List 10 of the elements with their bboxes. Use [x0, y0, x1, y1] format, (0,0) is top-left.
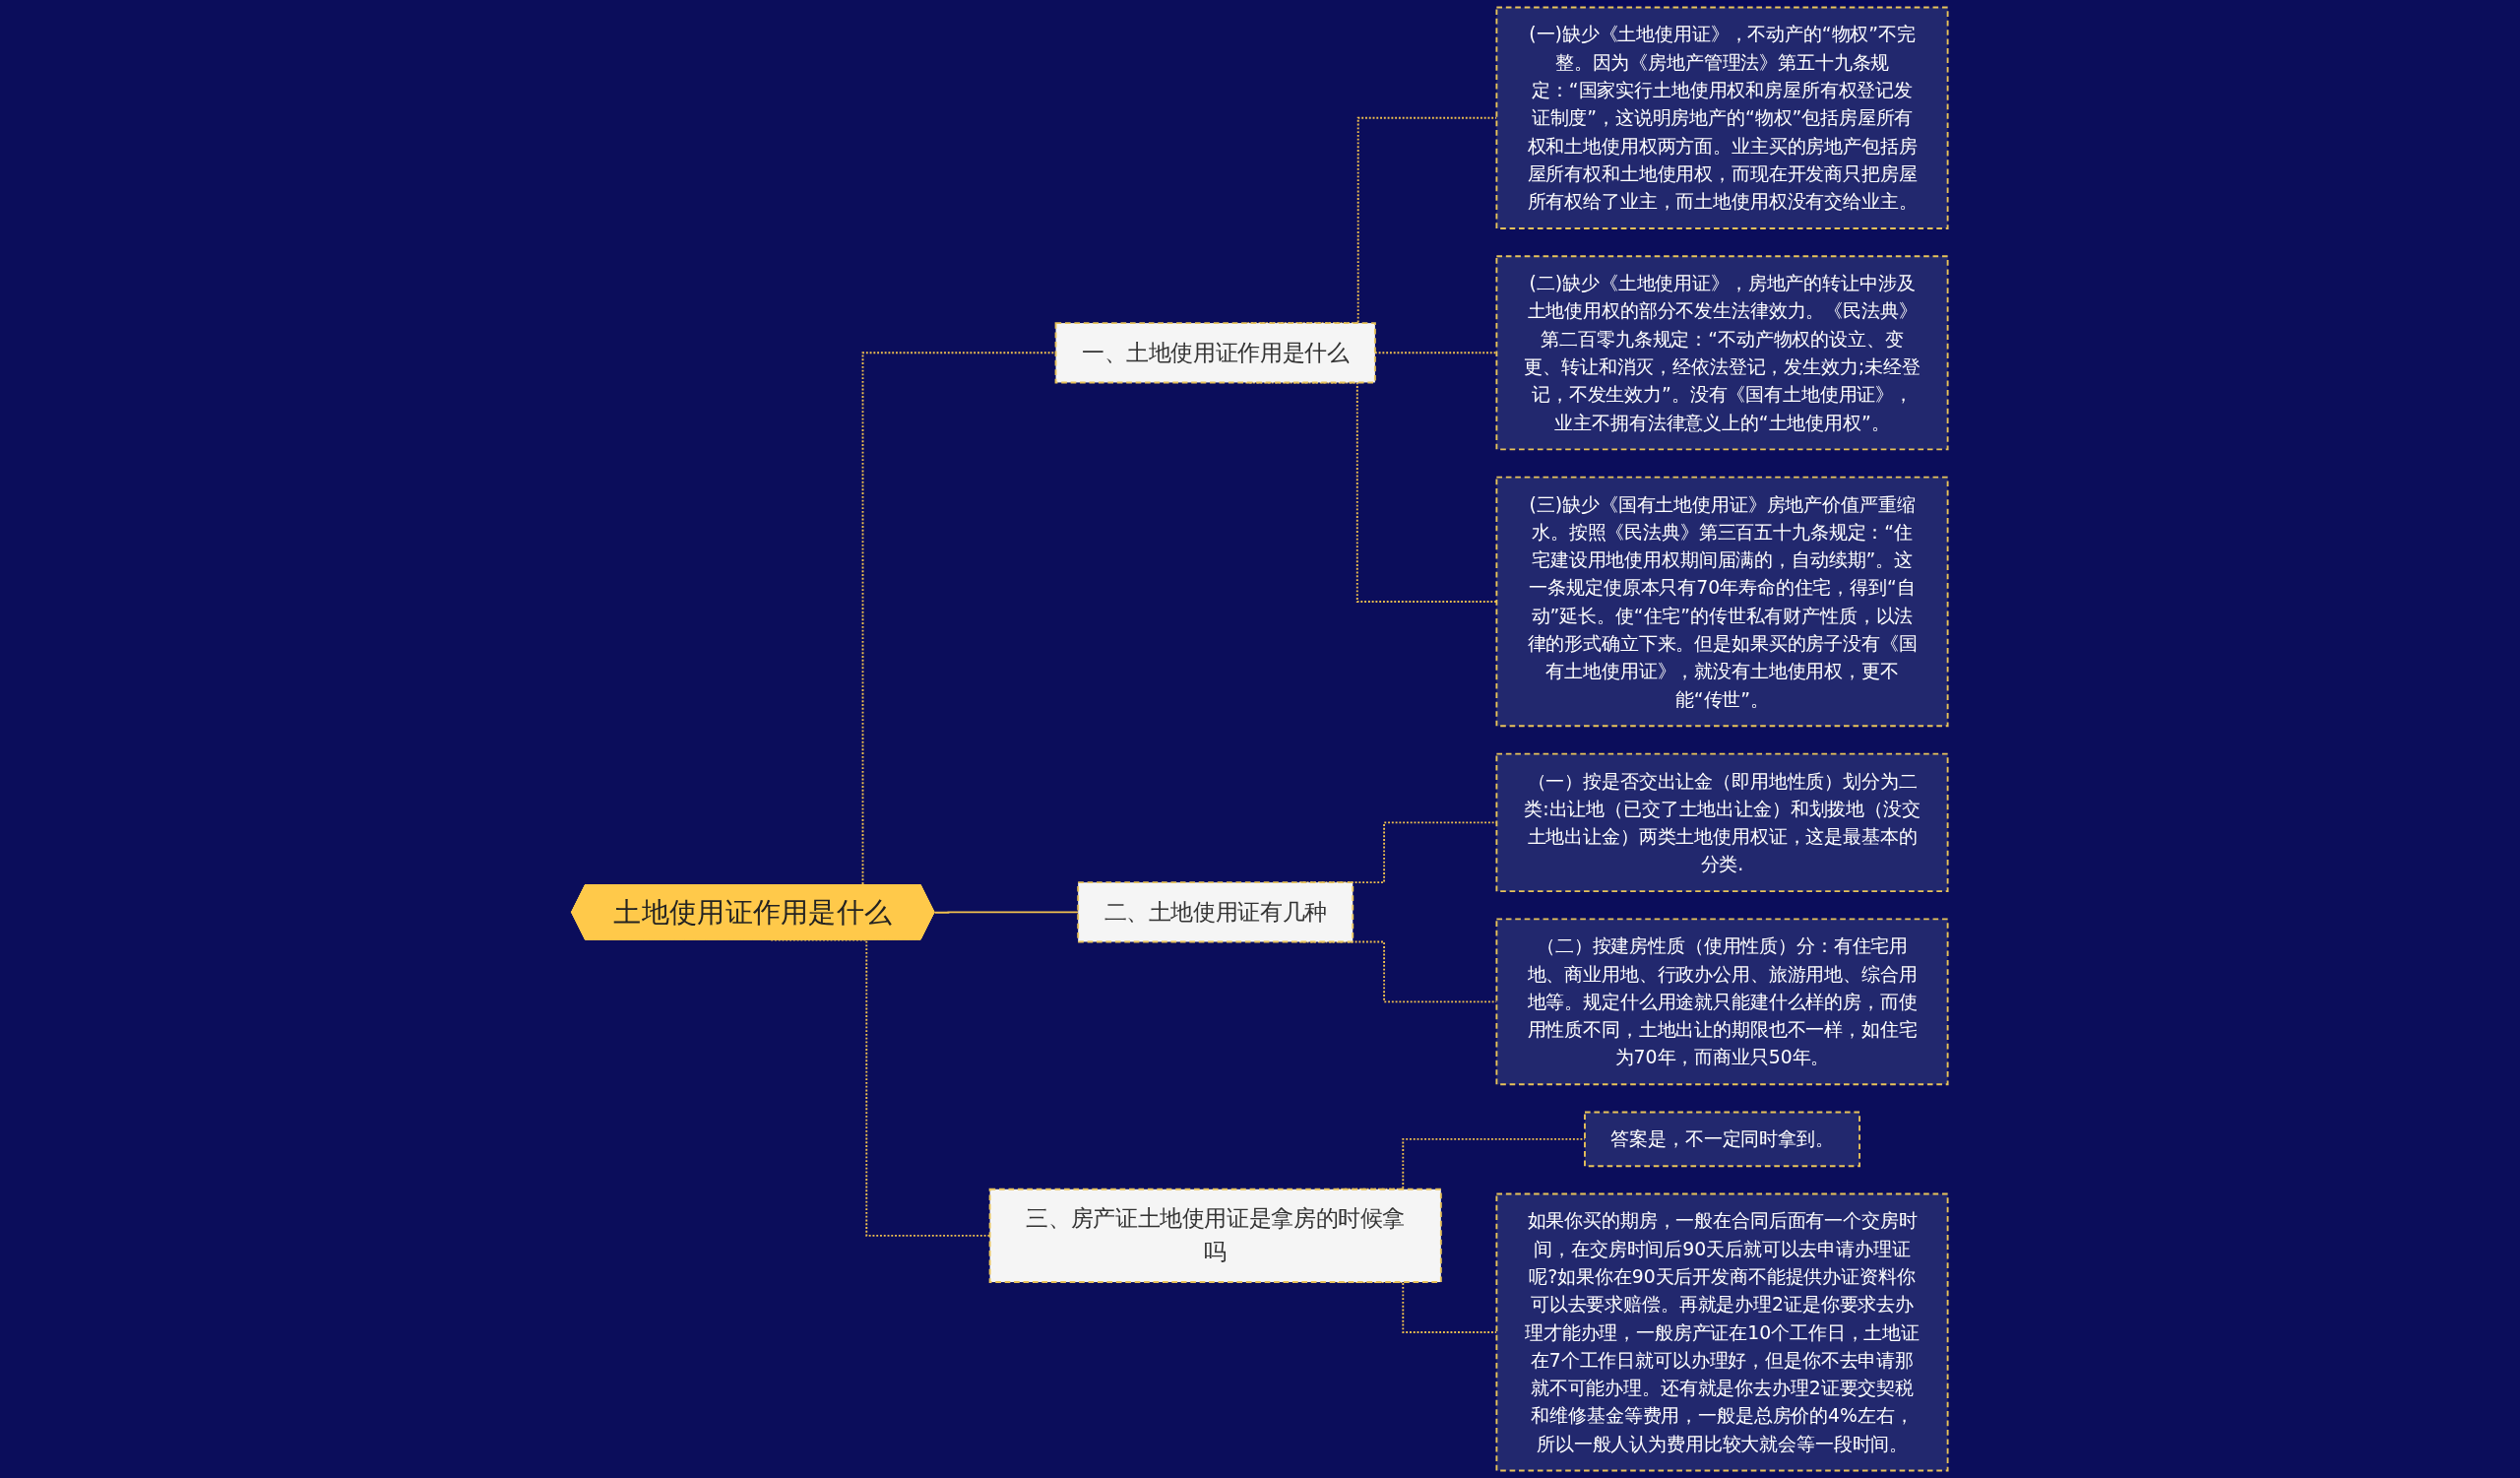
node-box: 如果你买的期房，一般在合同后面有一个交房时间，在交房时间后90天后就可以去申请办理证呢?如果你在90天后开发商不能提供办证资料你可以去要求赔偿。再就是办理2证是你要求去办理才能办理，一般房产证在10个工作日，土地证在7个工作日就可以办理好，但是你不去申请那就不可能办理。还有就是你去办理2证要交契税和维修基金等费用，一般是总房价的4%左右，所以一般人认为费用比较大就会等一段时间。: [1495, 1192, 1949, 1472]
node-box: （一）按是否交出让金（即用地性质）划分为二类:出让地（已交了土地出让金）和划拨地（没交土地出让金）两类土地使用权证，这是最基本的分类.: [1495, 752, 1949, 893]
node-box: 答案是，不一定同时拿到。: [1584, 1111, 1861, 1168]
node-box: （二）按建房性质（使用性质）分：有住宅用地、商业用地、行政办公用、旅游用地、综合用地等。规定什么用途就只能建什么样的房，而使用性质不同，土地出让的期限也不一样，如住宅为70年，而商业只50年。: [1495, 918, 1949, 1086]
node-box: (一)缺少《土地使用证》，不动产的“物权”不完整。因为《房地产管理法》第五十九条规定：“国家实行土地使用权和房屋所有权登记发证制度”，这说明房地产的“物权”包括房屋所有权和土地使用权两方面。业主买的房地产包括房屋所有权和土地使用权，而现在开发商只把房屋所有权给了业主，而土地使用权没有交给业主。: [1495, 6, 1949, 229]
node-box: 一、土地使用证作用是什么: [1055, 322, 1377, 384]
node-box: 三、房产证土地使用证是拿房的时候拿吗: [989, 1188, 1443, 1283]
node-box: (三)缺少《国有土地使用证》房地产价值严重缩水。按照《民法典》第三百五十九条规定：“住宅建设用地使用权期间届满的，自动续期”。这一条规定使原本只有70年寿命的住宅，得到“自动”延长。使“住宅”的传世私有财产性质，以法律的形式确立下来。但是如果买的房子没有《国有土地使用证》，就没有土地使用权，更不能“传世”。: [1495, 476, 1949, 728]
node-box: (二)缺少《土地使用证》，房地产的转让中涉及土地使用权的部分不发生法律效力。《民法典》第二百零九条规定：“不动产物权的设立、变更、转让和消灭，经依法登记，发生效力;未经登记，不发生效力”。没有《国有土地使用证》，业主不拥有法律意义上的“土地使用权”。: [1495, 255, 1949, 451]
node-box: 二、土地使用证有几种: [1077, 881, 1354, 943]
